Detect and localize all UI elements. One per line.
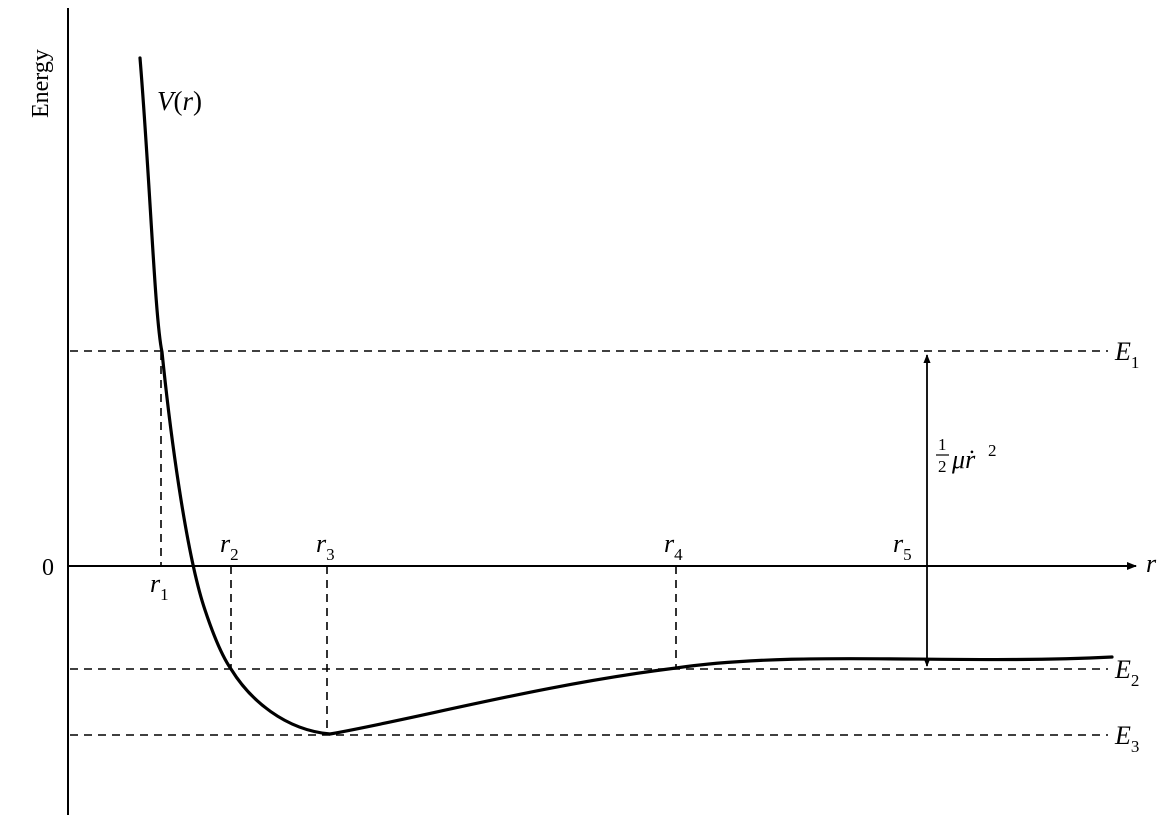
zero-label: 0 — [42, 555, 54, 581]
energy-axis-label: Energy — [28, 49, 54, 118]
r2-label: r2 — [220, 529, 239, 564]
kinetic-fraction-denominator: 2 — [938, 457, 947, 476]
r1-label: r1 — [150, 569, 169, 604]
r3-label: r3 — [316, 529, 335, 564]
kinetic-power: 2 — [988, 441, 997, 460]
kinetic-fraction-numerator: 1 — [938, 435, 947, 454]
r-axis-label: r — [1146, 549, 1157, 578]
kinetic-energy-label: 1 2 μṙ 2 — [936, 435, 997, 476]
energy-level-e1-label: E1 — [1114, 337, 1139, 372]
r4-label: r4 — [664, 529, 683, 564]
energy-level-e3-label: E3 — [1114, 721, 1139, 756]
kinetic-mu-rdot: μṙ — [951, 445, 976, 474]
curve-label: V(r) — [157, 86, 202, 116]
potential-curve — [138, 56, 1114, 736]
r5-label: r5 — [893, 529, 912, 564]
energy-level-e2-label: E2 — [1114, 655, 1139, 690]
